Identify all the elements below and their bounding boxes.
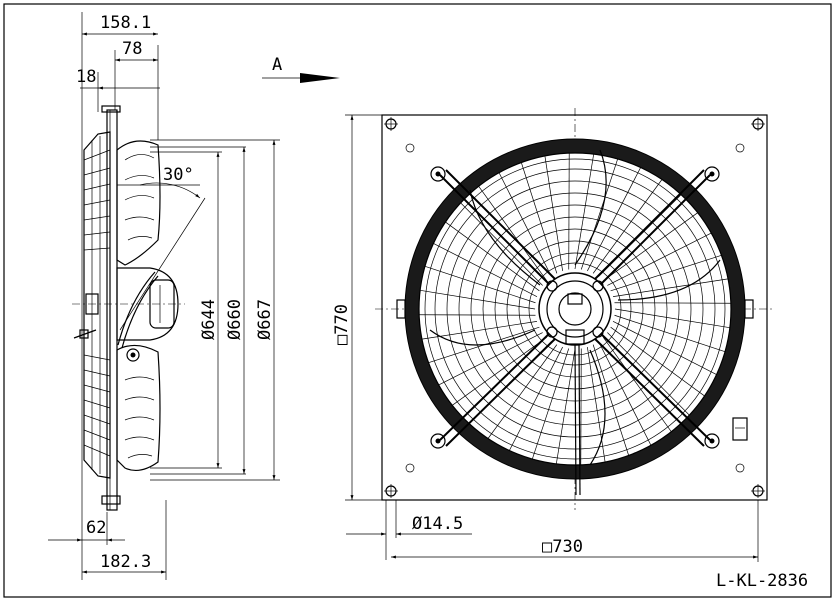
guard-wire — [498, 172, 552, 277]
guard-wire — [544, 155, 563, 272]
guard-wire — [612, 278, 729, 297]
guard-wire — [603, 212, 698, 281]
dim-182-3: 182.3 — [100, 552, 151, 572]
guard-wire — [587, 167, 641, 272]
mounting-plate — [381, 114, 768, 501]
guard-wire — [478, 186, 547, 281]
dia-644: Ø644 — [199, 299, 219, 340]
dim-158-1: 158.1 — [100, 13, 151, 33]
view-arrow-a: A — [262, 55, 340, 83]
guard-wire — [603, 337, 672, 432]
dim-78: 78 — [122, 39, 142, 59]
guard-wire — [460, 202, 543, 286]
drawing-frame — [3, 3, 832, 598]
guard-wire — [555, 348, 576, 464]
guard-wire — [487, 344, 558, 439]
guard-wire — [614, 314, 726, 353]
view-label: A — [272, 55, 282, 75]
guard-wire — [445, 221, 540, 292]
guard-wire — [612, 321, 717, 375]
dia-660: Ø660 — [225, 299, 245, 340]
guard-wire — [531, 348, 570, 460]
rating-label — [732, 417, 748, 441]
guard-wire — [587, 346, 606, 463]
guard-wire — [520, 162, 558, 274]
guard-wire — [607, 332, 690, 416]
drawing-number: L-KL-2836 — [716, 571, 808, 591]
guard-wire — [438, 332, 543, 386]
guard-wire — [610, 326, 705, 397]
guard-wire — [421, 321, 538, 340]
guard-wire — [614, 308, 730, 329]
guard-wire — [574, 154, 595, 270]
dim-18: 18 — [76, 67, 96, 87]
guard-wire — [598, 341, 652, 446]
dim-hole-dia: Ø14.5 — [412, 514, 463, 534]
guard-wire — [433, 243, 538, 297]
dia-667: Ø667 — [255, 299, 275, 340]
dim-62: 62 — [86, 518, 106, 538]
front-view: □770 — [332, 108, 775, 562]
guard-wire — [580, 158, 619, 270]
dim-770: □770 — [332, 304, 352, 345]
guard-wire — [420, 289, 536, 310]
angle-30: 30° — [163, 165, 194, 185]
guard-wire — [592, 344, 630, 456]
guard-wire — [607, 232, 712, 286]
guard-wire — [592, 179, 663, 274]
guard-wire — [424, 265, 536, 304]
guard-wire — [452, 337, 547, 406]
dim-730: □730 — [542, 537, 583, 557]
side-view: 158.1 78 18 — [48, 12, 280, 580]
guard-wire — [509, 346, 563, 451]
guard-wire — [610, 254, 722, 292]
